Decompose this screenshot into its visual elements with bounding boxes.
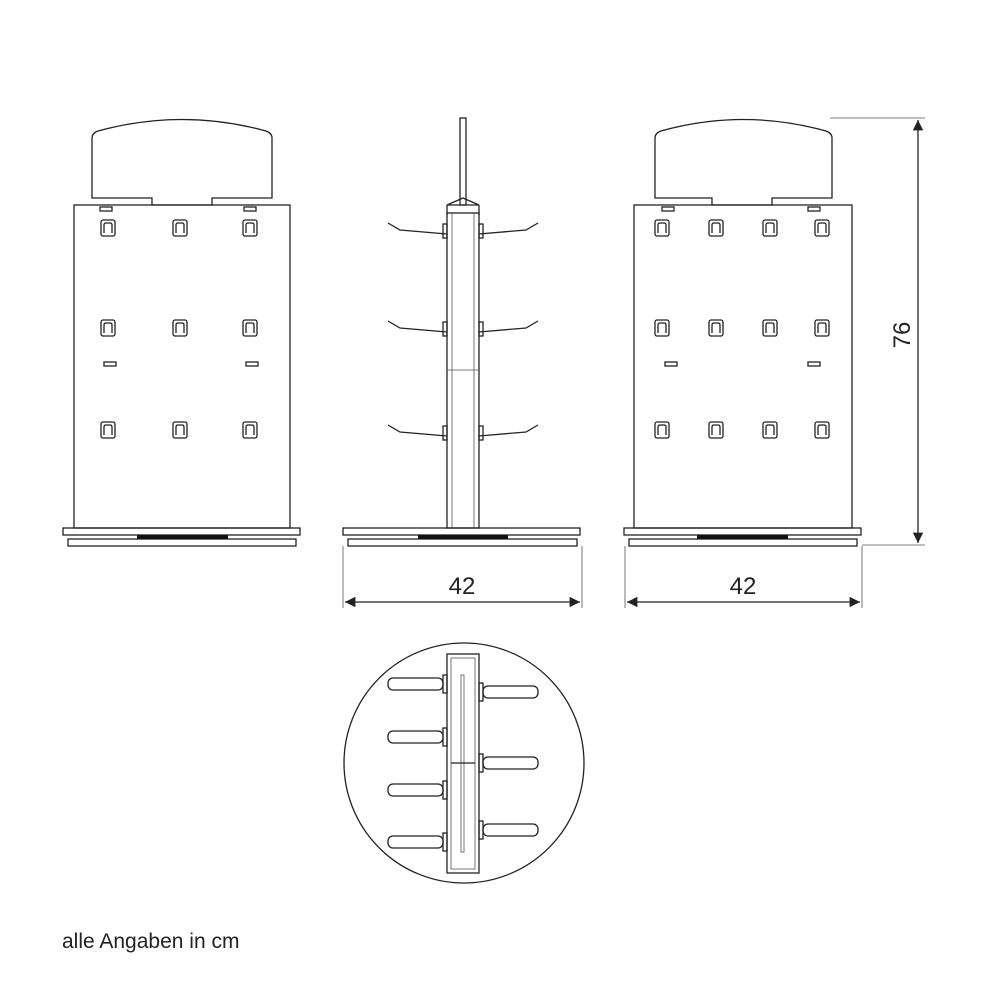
- hook-arm: [387, 783, 444, 797]
- hook-icon: [708, 421, 724, 439]
- hook-arm: [387, 320, 448, 333]
- dimension-width-back: 42: [624, 546, 863, 608]
- hook-arm: [387, 730, 444, 744]
- back-view: [623, 118, 862, 547]
- hook-icon: [100, 421, 116, 439]
- units-note: alle Angaben in cm: [62, 930, 240, 953]
- slot: [807, 361, 821, 367]
- hook-icon: [814, 219, 830, 237]
- side-view: [342, 117, 581, 547]
- hook-arm: [387, 835, 444, 849]
- hook-icon: [100, 219, 116, 237]
- slot: [245, 361, 259, 367]
- hook-icon: [814, 421, 830, 439]
- base-circle: [343, 642, 585, 884]
- hook-icon: [100, 319, 116, 337]
- hook-icon: [762, 319, 778, 337]
- hook-arm: [387, 424, 448, 437]
- hook-arm: [478, 222, 539, 235]
- base-foot: [347, 538, 578, 547]
- hook-icon: [654, 319, 670, 337]
- sign-pole: [459, 117, 467, 206]
- base-plate: [623, 527, 862, 536]
- dimension-height: 76: [830, 117, 925, 546]
- dimension-label: 42: [730, 573, 757, 600]
- hook-arm: [482, 823, 539, 837]
- dimension-width-side: 42: [342, 546, 583, 608]
- base-foot: [628, 538, 858, 547]
- slot: [103, 361, 117, 367]
- base-bar: [137, 535, 228, 539]
- hook-arm: [482, 685, 539, 699]
- slot: [664, 361, 678, 367]
- dimension-label: 42: [449, 573, 476, 600]
- hook-icon: [708, 319, 724, 337]
- base-plate: [62, 527, 301, 536]
- hook-icon: [242, 319, 258, 337]
- hook-icon: [814, 319, 830, 337]
- hook-icon: [242, 219, 258, 237]
- hook-icon: [242, 421, 258, 439]
- hook-arm: [478, 320, 539, 333]
- hook-arm: [387, 222, 448, 235]
- hook-icon: [654, 219, 670, 237]
- header-panel: [91, 118, 273, 206]
- hook-icon: [172, 319, 188, 337]
- dimension-label: 76: [889, 322, 916, 349]
- base-bar: [697, 535, 788, 539]
- hook-icon: [654, 421, 670, 439]
- hook-icon: [762, 421, 778, 439]
- front-view: [62, 118, 301, 547]
- top-view: [343, 642, 585, 884]
- hook-icon: [172, 219, 188, 237]
- base-bar: [418, 535, 508, 539]
- hook-icon: [762, 219, 778, 237]
- header-panel: [654, 118, 833, 206]
- hook-arm: [482, 756, 539, 770]
- base-plate: [342, 527, 581, 536]
- base-foot: [67, 538, 297, 547]
- hook-icon: [172, 421, 188, 439]
- hook-icon: [708, 219, 724, 237]
- hook-arm: [387, 677, 444, 691]
- hook-arm: [478, 424, 539, 437]
